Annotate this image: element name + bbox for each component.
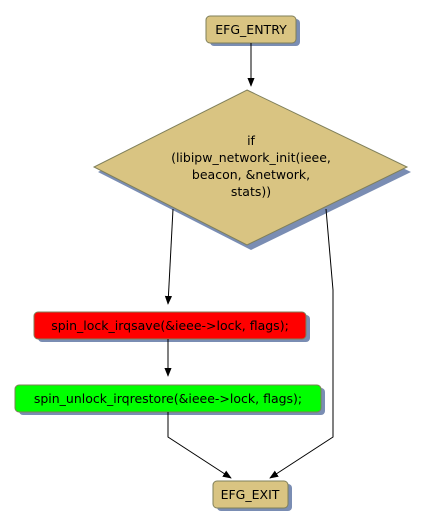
entry-node: EFG_ENTRY	[205, 15, 300, 46]
unlock-label: spin_unlock_irqrestore(&ieee->lock, flag…	[34, 391, 302, 406]
condition-line-1: if	[247, 133, 255, 148]
condition-line-3: beacon, &network,	[192, 167, 310, 182]
entry-label: EFG_ENTRY	[215, 22, 287, 37]
exit-label: EFG_EXIT	[221, 487, 280, 502]
edge-unlock-to-exit	[167, 412, 232, 479]
edge-condition-to-lock	[164, 208, 174, 305]
exit-node: EFG_EXIT	[212, 480, 292, 511]
condition-line-2: (libipw_network_init(ieee,	[171, 150, 331, 165]
condition-line-4: stats))	[231, 184, 271, 199]
lock-label: spin_lock_irqsave(&ieee->lock, flags);	[51, 318, 289, 333]
condition-node: if (libipw_network_init(ieee, beacon, &n…	[92, 89, 411, 250]
unlock-node: spin_unlock_irqrestore(&ieee->lock, flag…	[14, 384, 325, 415]
edge-condition-to-exit	[269, 208, 334, 479]
lock-node: spin_lock_irqsave(&ieee->lock, flags);	[33, 311, 310, 342]
